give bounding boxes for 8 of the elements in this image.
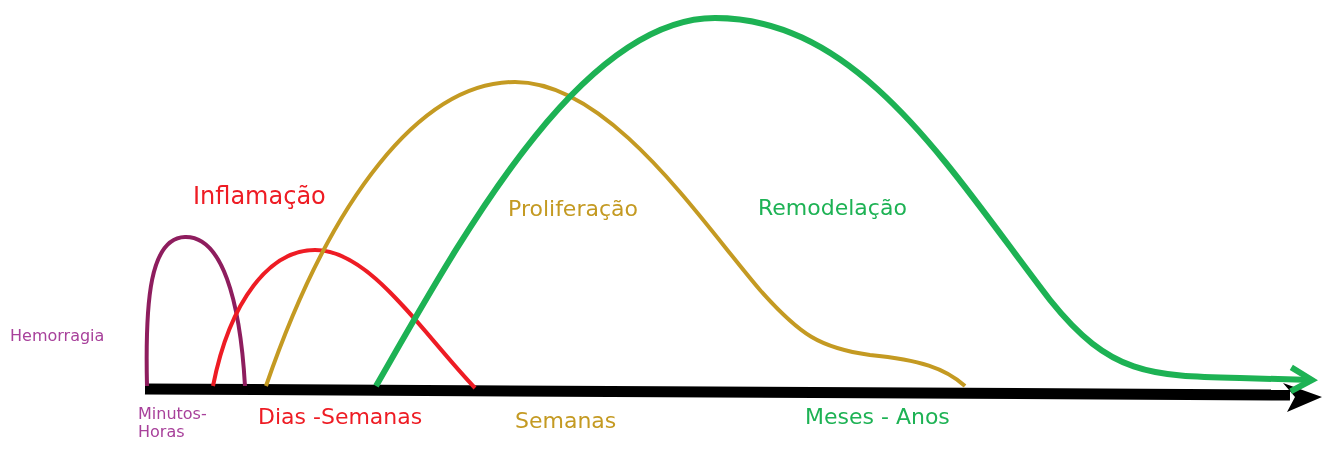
duration-label: Minutos- Horas [138, 405, 208, 442]
phase-label: Proliferação [508, 196, 638, 222]
duration-label: Semanas [515, 408, 617, 434]
phase-label: Hemorragia [10, 327, 105, 346]
duration-label: Dias -Semanas [258, 404, 423, 430]
phase-label: Remodelação [758, 195, 907, 221]
phase-label: Inflamação [193, 183, 326, 211]
duration-label: Meses - Anos [805, 404, 950, 430]
